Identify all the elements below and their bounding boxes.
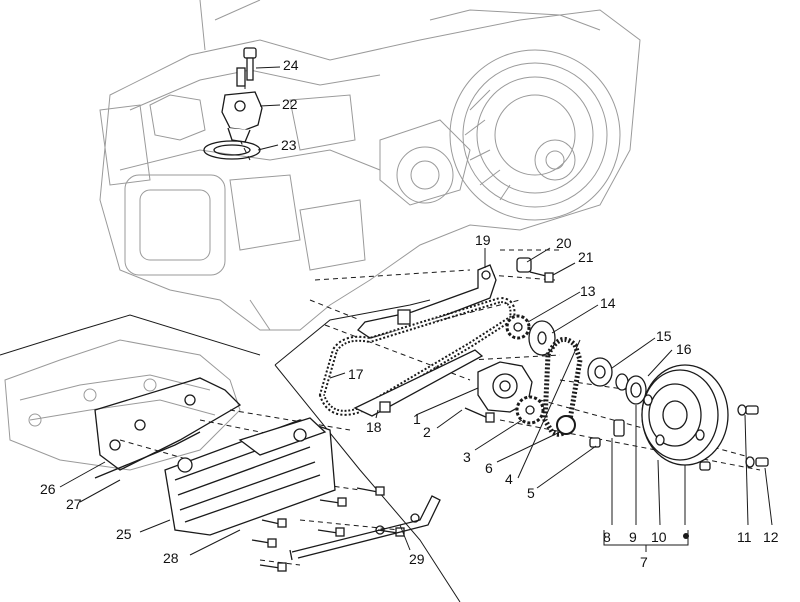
part-2-screw [464, 407, 495, 423]
callout-15: 15 [656, 328, 672, 344]
callout-9: 9 [629, 529, 637, 545]
callout-11: 11 [737, 529, 752, 545]
callout-2: 2 [423, 424, 431, 440]
part-23-gasket [203, 140, 261, 160]
part-28-bolts [251, 486, 405, 572]
callout-8: 8 [603, 529, 611, 545]
leader-lines [59, 66, 773, 556]
part-18-chain-guide [353, 349, 484, 417]
callout-16: 16 [676, 341, 692, 357]
callout-1: 1 [413, 411, 421, 427]
part-1-oil-pump [477, 361, 533, 413]
part-19-chain-guide [357, 264, 497, 339]
part-3-sprocket [515, 395, 545, 425]
part-26-gasket [94, 377, 242, 471]
callout-27: 27 [66, 496, 82, 512]
part-27-seal-strip [94, 431, 201, 479]
callout-19: 19 [475, 232, 491, 248]
part-20-bushing [516, 257, 532, 273]
callout-22: 22 [282, 96, 298, 112]
part-21-bolt [529, 271, 554, 283]
callout-18: 18 [366, 419, 382, 435]
part-13-sprocket [505, 314, 531, 340]
callout-29: 29 [409, 551, 425, 567]
part-6-sprocket [556, 415, 576, 435]
part-5-screw [589, 437, 601, 448]
part-29-oil-pipe [289, 495, 441, 561]
callout-14: 14 [600, 295, 616, 311]
callout-21: 21 [578, 249, 594, 265]
part-15-pulley [587, 357, 613, 387]
part-8-key [613, 419, 625, 437]
part-12-screw [699, 405, 769, 471]
callout-12: 12 [763, 529, 779, 545]
callout-7: 7 [640, 554, 648, 570]
callout-28: 28 [163, 550, 179, 566]
callout-24: 24 [283, 57, 299, 73]
engine-casing [99, 0, 641, 331]
callout-4: 4 [505, 471, 513, 487]
callout-dot [683, 533, 689, 539]
callout-17: 17 [348, 366, 364, 382]
callout-5: 5 [527, 485, 535, 501]
part-22-tensioner [221, 91, 263, 143]
callout-20: 20 [556, 235, 572, 251]
part-17-timing-chain [318, 296, 516, 416]
cylinder-head-casing [4, 339, 241, 471]
callout-10: 10 [651, 529, 667, 545]
callout-6: 6 [485, 460, 493, 476]
part-25-valve-cover [164, 417, 336, 536]
callout-13: 13 [580, 283, 596, 299]
callout-25: 25 [116, 526, 132, 542]
callout-26: 26 [40, 481, 56, 497]
part-24-screw [236, 47, 257, 87]
part-10-cover [641, 364, 729, 466]
part-14-washer [528, 320, 556, 356]
callout-3: 3 [463, 449, 471, 465]
inset-boundary [0, 299, 461, 602]
callout-23: 23 [281, 137, 297, 153]
part-16-oil-seal [615, 373, 647, 405]
variator-pulley [396, 49, 621, 221]
